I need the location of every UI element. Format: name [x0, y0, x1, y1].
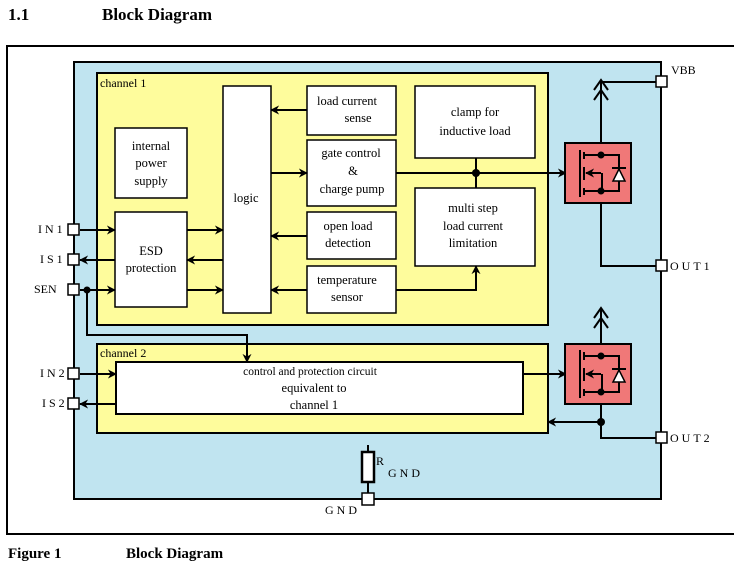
- channel-1-label: channel 1: [100, 76, 146, 90]
- svg-text:&: &: [348, 164, 358, 178]
- pin-out2: OUT2: [655, 431, 713, 445]
- section-number: 1.1: [8, 5, 30, 24]
- svg-text:IS1: IS1: [40, 252, 66, 266]
- svg-text:supply: supply: [134, 174, 168, 188]
- pin-sen: SEN: [34, 282, 80, 296]
- open-load-detection-block: open load detection: [306, 211, 397, 260]
- svg-text:SEN: SEN: [34, 282, 57, 296]
- svg-text:clamp for: clamp for: [451, 105, 500, 119]
- svg-text:multi step: multi step: [448, 201, 498, 215]
- junction-dot: [83, 286, 91, 294]
- power-mosfet-2: [564, 306, 632, 422]
- svg-text:sensor: sensor: [331, 290, 364, 304]
- pin-is2: IS2: [42, 396, 80, 410]
- pin-is1: IS1: [40, 252, 80, 266]
- svg-text:OUT2: OUT2: [670, 431, 713, 445]
- svg-text:OUT1: OUT1: [670, 259, 713, 273]
- svg-text:IS2: IS2: [42, 396, 68, 410]
- internal-power-supply-block: internal power supply: [114, 127, 188, 199]
- resistor-subscript: GND: [388, 466, 423, 480]
- svg-text:internal: internal: [132, 139, 171, 153]
- channel-2-control-block: control and protection circuit equivalen…: [115, 361, 524, 415]
- channel-2-label: channel 2: [100, 346, 146, 360]
- svg-text:protection: protection: [126, 261, 177, 275]
- figure-number: Figure 1: [8, 546, 62, 562]
- clamp-block: clamp for inductive load: [414, 85, 536, 159]
- resistor-label: R: [376, 454, 384, 468]
- gate-control-block: gate control & charge pump: [306, 139, 397, 207]
- load-current-sense-block: load current sense: [306, 85, 397, 136]
- gnd-resistor: R GND: [360, 445, 423, 493]
- section-title: Block Diagram: [102, 5, 213, 24]
- power-mosfet-1: [564, 78, 661, 267]
- pin-in1: IN1: [38, 222, 80, 236]
- svg-text:IN2: IN2: [40, 366, 68, 380]
- svg-text:ESD: ESD: [139, 244, 163, 258]
- svg-text:open load: open load: [324, 219, 374, 233]
- svg-text:temperature: temperature: [317, 273, 377, 287]
- svg-text:IN1: IN1: [38, 222, 66, 236]
- pin-in2: IN2: [40, 366, 80, 380]
- current-limitation-block: multi step load current limitation: [414, 187, 536, 267]
- temperature-sensor-block: temperature sensor: [306, 265, 397, 314]
- svg-text:limitation: limitation: [449, 236, 498, 250]
- svg-text:inductive load: inductive load: [439, 124, 511, 138]
- svg-text:VBB: VBB: [671, 63, 696, 77]
- logic-block: logic: [222, 85, 272, 314]
- svg-text:logic: logic: [234, 191, 259, 205]
- pin-out1: OUT1: [655, 259, 713, 273]
- svg-text:load current: load current: [317, 94, 378, 108]
- svg-text:GND: GND: [325, 503, 360, 517]
- svg-text:detection: detection: [325, 236, 372, 250]
- svg-text:channel 1: channel 1: [290, 398, 338, 412]
- junction-dot: [472, 169, 480, 177]
- pin-gnd: GND: [325, 492, 375, 517]
- svg-text:power: power: [135, 156, 167, 170]
- esd-protection-block: ESD protection: [114, 211, 188, 308]
- svg-text:sense: sense: [344, 111, 372, 125]
- svg-text:control and protection circuit: control and protection circuit: [243, 366, 378, 378]
- figure-title: Block Diagram: [126, 546, 224, 562]
- svg-text:gate control: gate control: [321, 146, 381, 160]
- svg-text:charge pump: charge pump: [320, 182, 385, 196]
- pin-vbb: VBB: [655, 63, 696, 88]
- svg-text:equivalent to: equivalent to: [282, 381, 347, 395]
- channel-1-signal-lines: [79, 105, 567, 363]
- svg-text:load current: load current: [443, 219, 504, 233]
